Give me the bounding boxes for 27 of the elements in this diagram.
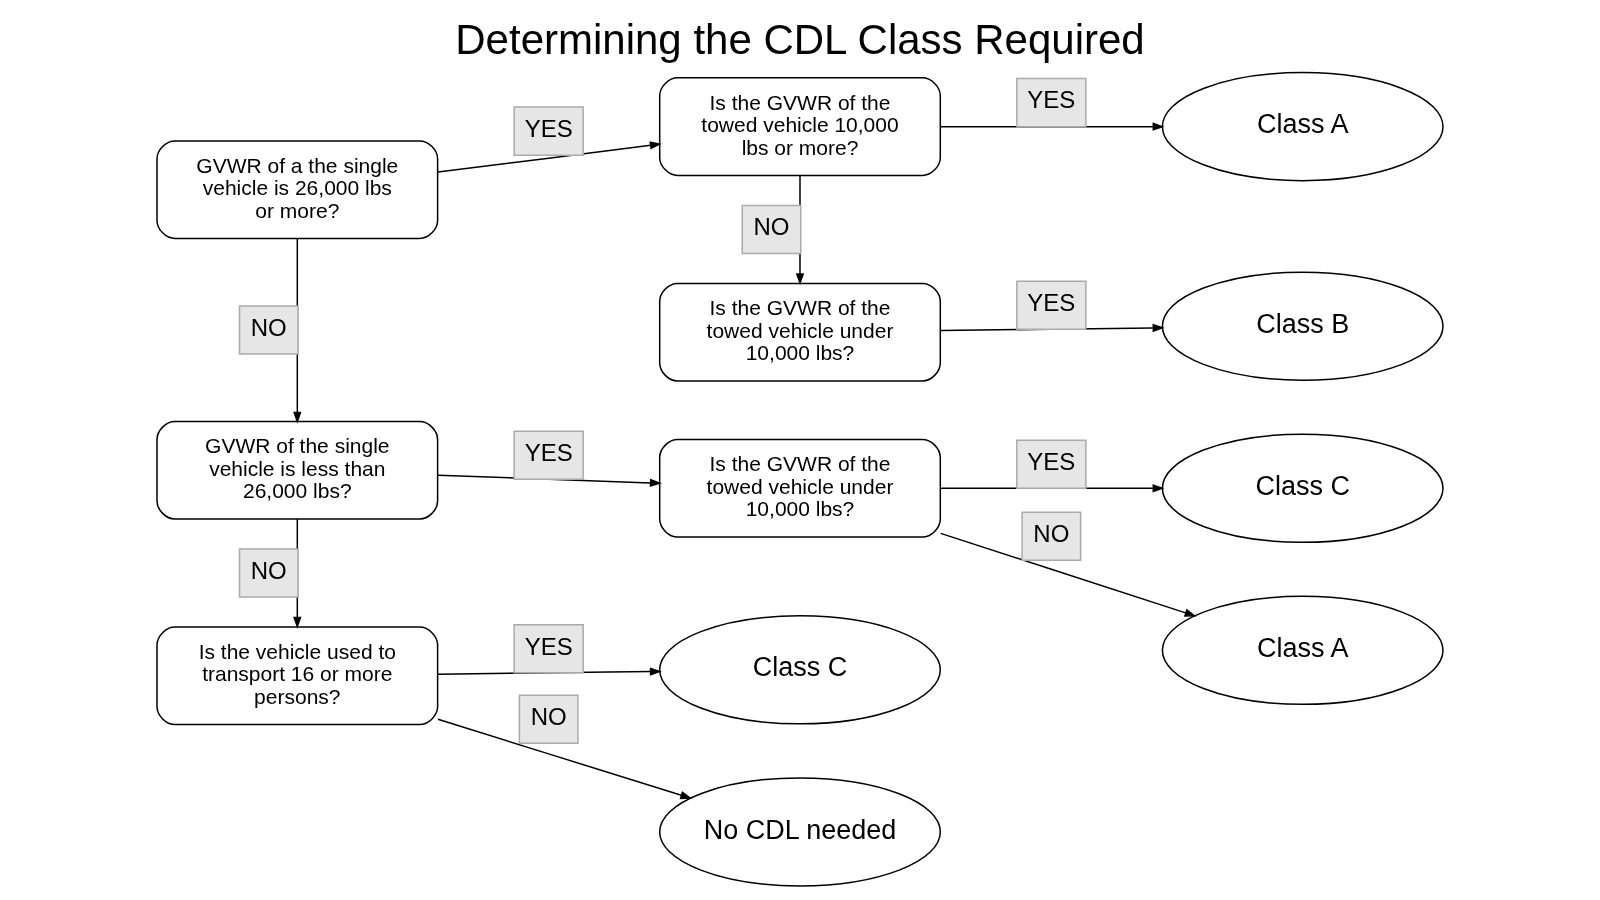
edge-label: NO [753, 213, 790, 241]
node-ellipse: Class A [1161, 71, 1444, 182]
edge-label: YES [524, 438, 573, 466]
edge-label: YES [524, 114, 573, 142]
diagram-title: Determining the CDL Class Required [455, 15, 1145, 63]
node-ellipse: Class B [1161, 271, 1444, 381]
edge-label: NO [1033, 519, 1070, 547]
arrow [939, 532, 1197, 617]
node-box: Is the GVWR of the towed vehicle under 10,000 lbs? [658, 438, 942, 538]
edge-label: YES [524, 632, 573, 660]
arrow [437, 718, 693, 800]
edge-label: YES [1027, 86, 1076, 114]
edge-label: NO [250, 556, 287, 584]
node-box: Is the GVWR of the towed vehicle under 10,000 lbs? [658, 282, 942, 382]
node-ellipse: Class A [1161, 595, 1444, 706]
node-box: GVWR of a the single vehicle is 26,000 lbs or more? [156, 140, 439, 240]
node-box: GVWR of the single vehicle is less than 26,000 lbs? [156, 420, 439, 520]
node-box: Is the GVWR of the towed vehicle 10,000 lbs or more? [658, 77, 942, 177]
node-ellipse: Class C [658, 615, 942, 725]
node-ellipse: Class C [1161, 433, 1444, 544]
edge-label: NO [250, 313, 287, 341]
node-ellipse: No CDL needed [658, 777, 942, 887]
edge-label: YES [1027, 288, 1076, 316]
node-box: Is the vehicle used to transport 16 or more persons? [156, 626, 439, 726]
arrow [437, 141, 662, 173]
edge-label: YES [1027, 447, 1076, 475]
edge-label: NO [530, 703, 567, 731]
